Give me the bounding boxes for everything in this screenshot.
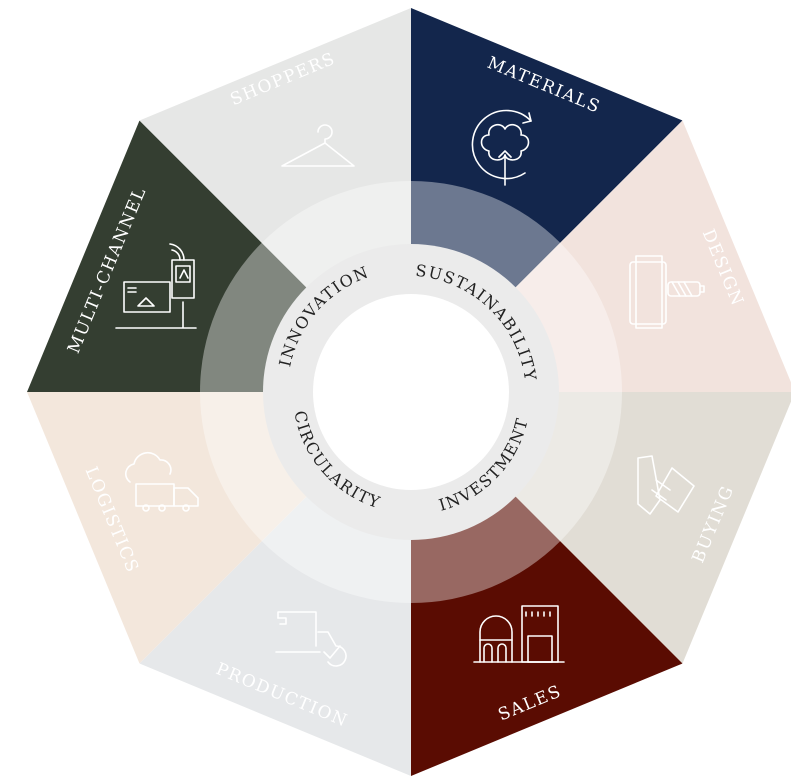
cotton-plant-icon (471, 109, 532, 186)
hanger-icon (281, 124, 355, 167)
handshake-icon (637, 455, 695, 515)
cloud-truck-icon (125, 451, 199, 512)
kiosk-icon (115, 243, 197, 329)
storefront-icon (473, 605, 565, 663)
fabric-roll-icon (629, 255, 705, 329)
sewing-machine-icon (275, 611, 347, 667)
center-circle (313, 294, 509, 490)
